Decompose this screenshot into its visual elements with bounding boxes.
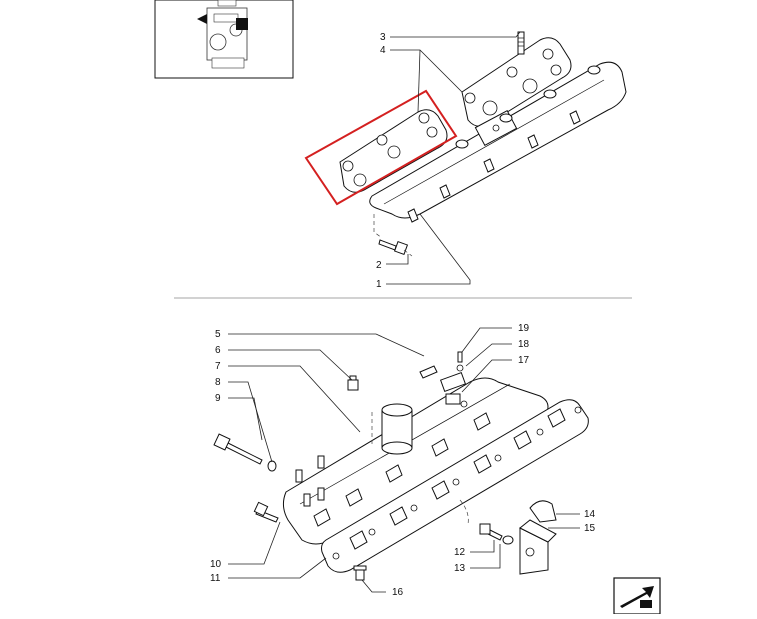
callout-11[interactable]: 11 <box>210 573 221 584</box>
sensor-assembly <box>419 351 468 408</box>
gasket-front <box>339 109 448 193</box>
manifold-studs <box>295 455 325 507</box>
long-bolt <box>213 433 263 465</box>
o-ring <box>267 460 277 472</box>
callout-18[interactable]: 18 <box>518 339 530 350</box>
callout-8[interactable]: 8 <box>215 377 221 388</box>
callout-7[interactable]: 7 <box>215 361 221 372</box>
callout-10[interactable]: 10 <box>210 559 222 570</box>
intake-manifold <box>282 377 549 545</box>
callout-4[interactable]: 4 <box>380 45 386 56</box>
upper-leader-lines <box>386 31 521 285</box>
lower-leader-lines <box>228 327 580 593</box>
lower-callouts: 5 6 7 8 9 10 11 12 13 16 14 15 17 18 19 <box>210 323 596 598</box>
callout-5[interactable]: 5 <box>215 329 221 340</box>
callout-13[interactable]: 13 <box>454 563 466 574</box>
callout-9[interactable]: 9 <box>215 393 221 404</box>
callout-2[interactable]: 2 <box>376 260 382 271</box>
bolt-lower-left <box>253 501 279 523</box>
stud <box>517 31 525 55</box>
callout-19[interactable]: 19 <box>518 323 530 334</box>
intake-outlet <box>381 403 413 455</box>
bolt-16 <box>353 565 367 581</box>
intake-gasket <box>321 399 589 573</box>
upper-callouts: 3 4 2 1 <box>376 32 386 290</box>
callout-1[interactable]: 1 <box>376 279 382 290</box>
callout-15[interactable]: 15 <box>584 523 596 534</box>
gasket-rear <box>461 37 572 127</box>
engine-thumbnail-icon <box>197 0 248 69</box>
callout-17[interactable]: 17 <box>518 355 530 366</box>
manifold-ports <box>407 110 581 223</box>
next-page-arrow-icon[interactable] <box>613 577 661 615</box>
selection-highlight-frame <box>304 89 458 206</box>
clamp <box>529 500 557 523</box>
engine-locator-thumbnail <box>154 0 294 79</box>
bolt-washer <box>479 523 514 545</box>
callout-14[interactable]: 14 <box>584 509 596 520</box>
callout-3[interactable]: 3 <box>380 32 386 43</box>
exhaust-manifold <box>369 61 627 223</box>
bolt <box>378 239 409 256</box>
exhaust-manifold-assembly <box>304 31 627 257</box>
intake-ports <box>313 412 491 527</box>
bracket <box>519 519 557 575</box>
callout-16[interactable]: 16 <box>392 587 404 598</box>
callout-12[interactable]: 12 <box>454 547 466 558</box>
intake-manifold-assembly <box>213 351 589 581</box>
callout-6[interactable]: 6 <box>215 345 221 356</box>
